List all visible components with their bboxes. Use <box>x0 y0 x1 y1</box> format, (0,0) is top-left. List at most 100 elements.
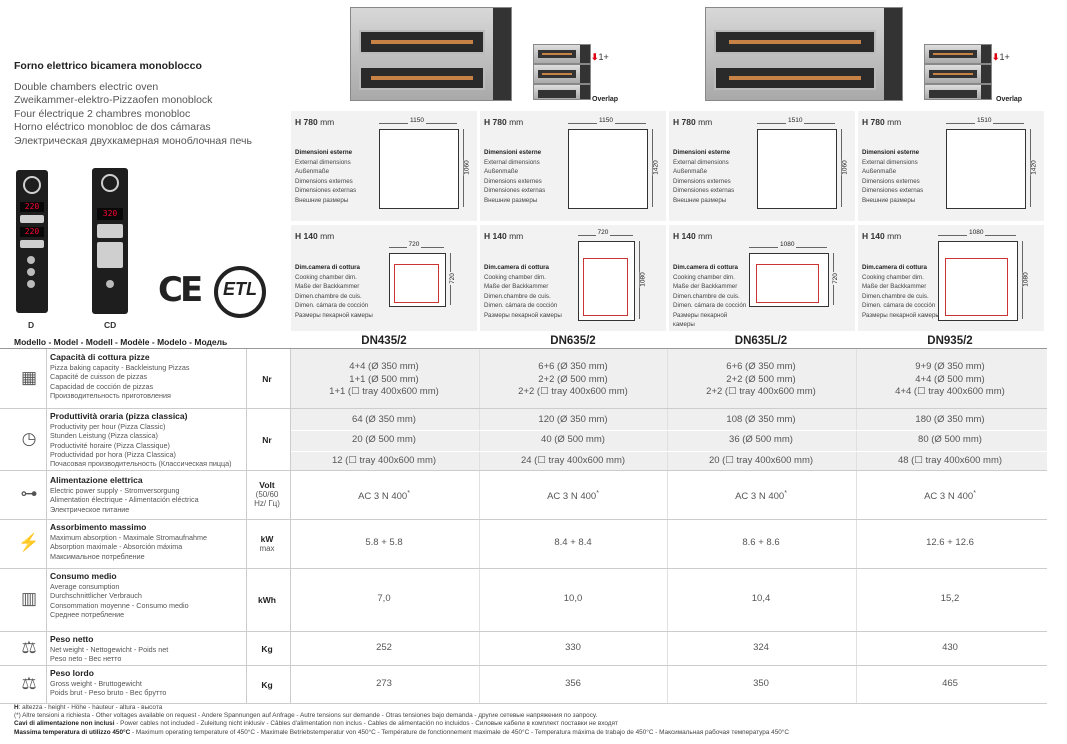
value-text: 8.4 + 8.4 <box>554 537 592 548</box>
column-divider <box>856 349 857 408</box>
value-text: 430 <box>942 641 958 653</box>
dim-label-line: Dim.camera di cottura <box>862 264 927 271</box>
value-line: 2+2 (☐ tray 400x600 mm) <box>518 386 628 397</box>
external-outline <box>757 129 837 209</box>
value-text: 356 <box>565 677 581 689</box>
value-cell: 108 (Ø 350 mm) <box>726 414 796 425</box>
column-divider <box>667 632 668 665</box>
model-name-dn635-2: DN635/2 <box>550 335 596 347</box>
dim-label-line: Dimen.chambre de cuis. <box>673 292 740 300</box>
dim-height-value: H 140 <box>484 231 507 241</box>
row-separator <box>0 470 1047 471</box>
dim-label-line: Maße der Backkammer <box>673 283 738 290</box>
depth-value: 1060 <box>841 159 849 176</box>
clock-icon: ◷ <box>21 428 37 448</box>
row-subtitle: Peso neto - Вес нетто <box>50 654 122 664</box>
mini-oven-1c <box>533 84 591 100</box>
column-divider <box>290 471 291 519</box>
dim-label-line: Dimen.chambre de cuis. <box>862 292 929 300</box>
oven-photo-2 <box>705 7 903 101</box>
brand-logo-icon <box>23 176 41 194</box>
footnotes: H: altezza - height - Höhe - hauteur - a… <box>14 704 789 737</box>
column-divider <box>290 632 291 665</box>
dim-height-label: H 140 mm <box>484 231 523 241</box>
dim-unit: mm <box>698 231 713 241</box>
row-subtitle: Productivité horaire (Pizza Classique) <box>50 440 170 450</box>
value-cell: 20 (Ø 500 mm) <box>352 434 416 445</box>
overlap-arrow-1: ⬇1+ <box>591 52 609 62</box>
unit-value: Nr <box>262 373 272 384</box>
value-text: AC 3 N 400 <box>547 491 597 503</box>
value-text: 10,4 <box>751 593 771 604</box>
column-divider <box>46 632 47 665</box>
value-text: AC 3 N 400 <box>924 491 974 503</box>
panel-display: 320 <box>97 208 123 220</box>
plug-icon: ⊶ <box>20 484 38 503</box>
row-subtitle: Alimentation électrique - Alimentación e… <box>50 495 199 505</box>
value-cell: 48 (☐ tray 400x600 mm) <box>897 455 1003 466</box>
row-subtitle: Productivity per hour (Pizza Classic) <box>50 422 166 431</box>
oven-photo-1 <box>350 7 512 101</box>
row-title: Consumo medio <box>50 571 117 581</box>
dim-label-line: Dimensions externes <box>862 177 920 185</box>
knob-icon <box>27 280 35 288</box>
depth-value: 720 <box>448 272 456 285</box>
brand-logo-icon <box>101 174 119 192</box>
column-divider <box>246 632 247 665</box>
row-title: Produttività oraria (pizza classica) <box>50 411 188 421</box>
dim-height-label: H 140 mm <box>673 231 712 241</box>
column-divider <box>856 520 857 568</box>
depth-value: 1080 <box>639 271 647 288</box>
value-text: 465 <box>942 677 958 689</box>
value-cell: 15,2 <box>857 593 1043 606</box>
value-cell: 20 (☐ tray 400x600 mm) <box>708 455 814 466</box>
cooking-chamber-outline <box>756 264 819 303</box>
mini-oven-1a <box>533 44 591 64</box>
footnote-marker: * <box>784 490 787 497</box>
dim-label-line: Размеры пекарной <box>673 311 728 319</box>
row-subtitle: Stunden Leistung (Pizza classica) <box>50 431 158 441</box>
overlap-label-2: Overlap <box>996 96 1023 103</box>
row-subtitle: Capacidad de cocción de pizzas <box>50 381 154 391</box>
overlap-arrow-2: ⬇1+ <box>992 52 1010 62</box>
value-line: 4+4 (Ø 500 mm) <box>915 373 985 385</box>
value-line: 2+2 (☐ tray 400x600 mm) <box>706 386 816 397</box>
value-line: 4+4 (Ø 350 mm) <box>349 361 419 372</box>
inner-separator <box>291 451 1047 452</box>
column-divider <box>246 569 247 631</box>
column-divider <box>46 569 47 631</box>
model-name-dn635l-2: DN635L/2 <box>734 335 788 347</box>
dim-label-line: External dimensions <box>484 158 540 166</box>
value-cell: 36 (Ø 500 mm) <box>729 434 793 445</box>
unit-value: kW <box>260 534 274 544</box>
depth-value: 1420 <box>1030 159 1038 176</box>
row-subtitle: Durchschnittlicher Verbrauch <box>50 591 142 601</box>
dim-height-label: H 780 mm <box>673 117 712 127</box>
unit-label: Nr <box>246 435 288 445</box>
value-cell: 356 <box>480 678 666 691</box>
value-cell: 252 <box>291 642 477 655</box>
mini-oven-2c <box>924 84 992 100</box>
value-text: 10,0 <box>563 593 583 604</box>
dim-label-line: Außenmaße <box>673 168 708 175</box>
model-header-row <box>0 334 1047 349</box>
chamber-outline <box>578 241 635 321</box>
row-subtitle: Productividad por hora (Pizza Classica) <box>50 449 176 459</box>
unit-value: Volt <box>259 480 275 490</box>
mini-oven-2a <box>924 44 992 64</box>
mini-oven-1b <box>533 64 591 84</box>
chamber-outline <box>938 241 1018 321</box>
value-text: 324 <box>753 641 769 653</box>
dim-label-line: Dimen. cámara de cocción <box>673 302 747 309</box>
panel-display: 220 <box>20 202 44 212</box>
value-cell: 350 <box>668 678 854 691</box>
spec-row-productivity: ◷Produttività oraria (pizza classica)Pro… <box>0 409 1047 471</box>
value-cell: 5.8 + 5.8 <box>291 537 477 550</box>
